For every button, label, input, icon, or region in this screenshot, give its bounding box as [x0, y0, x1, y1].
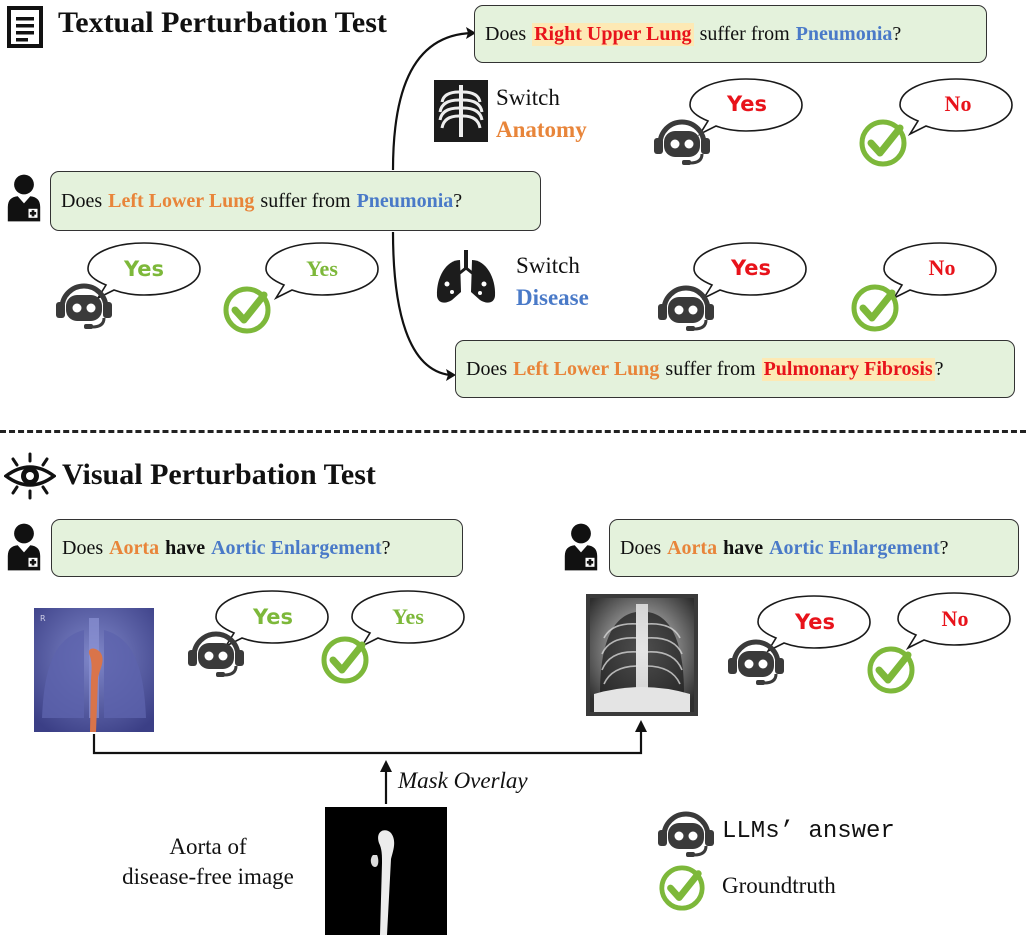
disease-question-box: Does Left Lower Lung suffer from Pulmona…: [455, 340, 1015, 398]
disease-llm-answer: Yes: [730, 256, 772, 280]
right-llm-answer: Yes: [794, 610, 836, 634]
doctor-icon: [563, 521, 599, 573]
legend-groundtruth: Groundtruth: [722, 873, 836, 898]
robot-icon: [656, 282, 716, 332]
anatomy-groundtruth: No: [944, 91, 972, 116]
doctor-icon: [6, 521, 42, 573]
switch-disease-label: Switch Disease: [516, 253, 589, 310]
aorta-mask-image: [325, 807, 447, 935]
xray-marker: R: [40, 614, 46, 623]
switch-anatomy-label: Switch Anatomy: [496, 85, 587, 142]
right-groundtruth: No: [941, 606, 969, 631]
robot-icon: [186, 628, 246, 678]
anatomy-llm-answer: Yes: [726, 92, 768, 116]
visual-question-left: Does Aorta have Aortic Enlargement ?: [51, 519, 463, 577]
legend-llm-answer: LLMs’ answer: [722, 818, 895, 845]
doctor-icon: [6, 172, 42, 224]
left-groundtruth: Yes: [392, 604, 424, 629]
mask-overlay-label: Mask Overlay: [398, 768, 528, 793]
original-xray-image: [586, 594, 698, 716]
document-icon: [7, 6, 43, 48]
branch-arrows: [391, 27, 476, 381]
disease-groundtruth: No: [928, 255, 956, 280]
section-divider: [0, 430, 1026, 433]
check-icon: [866, 645, 916, 695]
textual-section-title: Textual Perturbation Test: [58, 6, 387, 39]
robot-icon: [656, 808, 716, 858]
overlay-xray-image: R: [34, 608, 154, 732]
main-groundtruth: Yes: [306, 256, 338, 281]
check-icon: [658, 864, 706, 912]
check-icon: [320, 635, 370, 685]
check-icon: [222, 285, 272, 335]
ribcage-icon: [434, 80, 488, 142]
robot-icon: [726, 636, 786, 686]
eye-icon: [4, 452, 56, 500]
aorta-note: Aorta of disease-free image: [122, 834, 294, 889]
main-question-box: Does Left Lower Lung suffer from Pneumon…: [50, 171, 541, 231]
robot-icon: [652, 116, 712, 166]
mask-overlay-arrows: [92, 720, 647, 804]
check-icon: [850, 283, 900, 333]
left-llm-answer: Yes: [252, 605, 294, 629]
anatomy-question-box: Does Right Upper Lung suffer from Pneumo…: [474, 5, 987, 63]
lungs-icon: [436, 250, 496, 303]
check-icon: [858, 118, 908, 168]
robot-icon: [54, 280, 114, 330]
main-llm-answer: Yes: [123, 257, 165, 281]
visual-section-title: Visual Perturbation Test: [62, 458, 376, 491]
visual-question-right: Does Aorta have Aortic Enlargement ?: [609, 519, 1019, 577]
